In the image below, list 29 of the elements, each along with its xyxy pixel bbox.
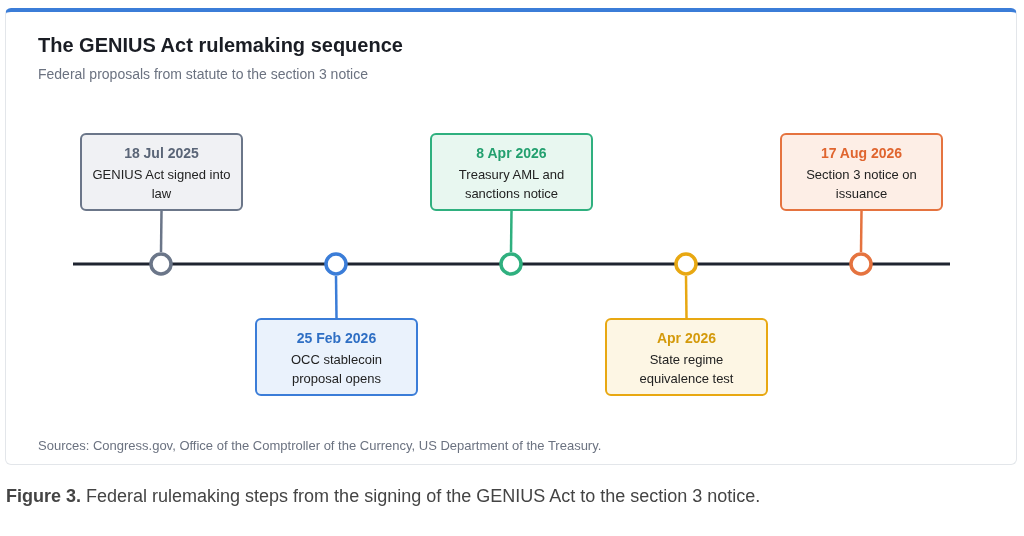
event-description: OCC stablecoin proposal opens [289, 351, 383, 388]
event-date: 17 Aug 2026 [819, 145, 904, 161]
event-date: 18 Jul 2025 [123, 145, 200, 161]
event-date: Apr 2026 [655, 330, 718, 346]
connector-line [684, 276, 688, 318]
timeline-marker [849, 252, 873, 276]
connector-line [159, 211, 163, 252]
event-card [780, 133, 943, 211]
event-description: GENIUS Act signed into law [91, 166, 232, 203]
figure-caption: Figure 3. Federal rulemaking steps from the signing of the GENIUS Act to the section 3 notice. [6, 486, 761, 507]
event-description: Section 3 notice on issuance [805, 166, 918, 203]
timeline-marker [149, 252, 173, 276]
event-card [430, 133, 593, 211]
event-description: Treasury AML and sanctions notice [457, 166, 566, 203]
timeline-marker [674, 252, 698, 276]
timeline-marker [499, 252, 523, 276]
event-card [80, 133, 243, 211]
timeline-marker [324, 252, 348, 276]
event-date: 8 Apr 2026 [475, 145, 548, 161]
connector-line [509, 211, 513, 252]
event-card [255, 318, 418, 396]
event-date: 25 Feb 2026 [295, 330, 378, 346]
chart-title: The GENIUS Act rulemaking sequence [38, 34, 403, 57]
event-card [605, 318, 768, 396]
subtitle: Federal proposals from statute to the section 3 notice [38, 66, 368, 82]
connector-line [859, 211, 863, 252]
source-note: Sources: Congress.gov, Office of the Comptroller of the Currency, US Department of the Treasury. [38, 438, 602, 453]
connector-line [334, 276, 338, 318]
event-description: State regime equivalence test [638, 351, 735, 388]
